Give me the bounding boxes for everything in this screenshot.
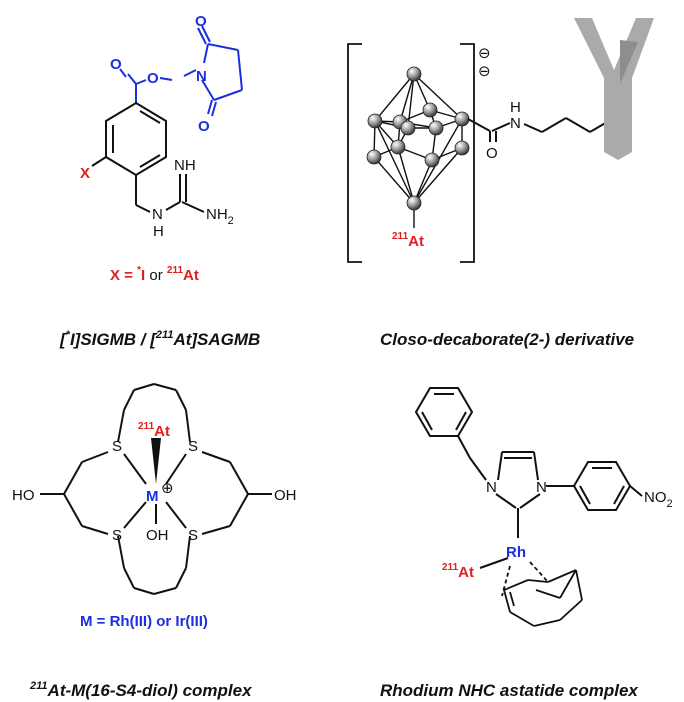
sulfur-label: S bbox=[112, 438, 122, 455]
sagmb-structure: O O N O O X NH N H NH2 X = *I or 211At bbox=[80, 13, 243, 284]
hydroxyl-label: HO bbox=[12, 487, 35, 504]
atom-label: H bbox=[510, 99, 521, 116]
sagmb-legend: X = *I or 211At bbox=[110, 265, 199, 284]
sagmb-caption: [*I]SIGMB / [211At]SAGMB bbox=[59, 329, 260, 349]
hydroxyl-label: OH bbox=[274, 487, 297, 504]
s4-diol-complex-structure: S S S S 211At M ⊕ HO OH OH M = Rh(III) o… bbox=[12, 383, 297, 630]
hydroxyl-label: OH bbox=[146, 527, 169, 544]
metal-label: Rh bbox=[506, 544, 526, 561]
boron-atoms bbox=[366, 66, 470, 211]
boron-atom bbox=[390, 139, 406, 155]
boron-atom bbox=[454, 111, 470, 127]
astatine-label: 211At bbox=[138, 421, 170, 440]
atom-label: O bbox=[486, 145, 498, 162]
aryl-guanidine-bonds bbox=[91, 101, 205, 213]
rh-nhc-structure: N N NO2 Rh 211At bbox=[414, 387, 673, 627]
wedge-bond bbox=[151, 438, 161, 484]
boron-atom bbox=[454, 140, 470, 156]
atom-label: N bbox=[196, 68, 207, 85]
boron-atom bbox=[406, 195, 422, 211]
metal-legend: M = Rh(III) or Ir(III) bbox=[80, 613, 208, 630]
atom-label: O bbox=[195, 13, 207, 30]
decaborate-structure: ⊖ ⊖ bbox=[347, 18, 654, 263]
boron-atom bbox=[367, 113, 383, 129]
antibody-icon bbox=[574, 18, 654, 160]
cage-brackets bbox=[347, 43, 475, 263]
sulfur-label: S bbox=[188, 438, 198, 455]
sagmb-atom-labels: O O N O O X NH N H NH2 bbox=[80, 13, 234, 240]
atom-label: O bbox=[147, 70, 159, 87]
charge-symbol: ⊖ bbox=[478, 63, 491, 80]
atom-label: H bbox=[153, 223, 164, 240]
atom-label: O bbox=[198, 118, 210, 135]
sulfur-label: S bbox=[112, 527, 122, 544]
metal-label: M bbox=[146, 488, 159, 505]
sulfur-label: S bbox=[188, 527, 198, 544]
atom-label: N bbox=[510, 115, 521, 132]
atom-label: O bbox=[110, 56, 122, 73]
boron-atom bbox=[400, 120, 416, 136]
macrocycle-bonds bbox=[40, 383, 272, 595]
cod-ligand-bonds bbox=[501, 561, 583, 627]
nhs-ester-bonds bbox=[119, 25, 243, 117]
astatine-label: 211At bbox=[392, 231, 424, 250]
boron-atom bbox=[424, 152, 440, 168]
charge-symbol: ⊕ bbox=[161, 480, 174, 497]
boron-atom bbox=[422, 102, 438, 118]
atom-label: NH bbox=[174, 157, 196, 174]
boron-atom bbox=[406, 66, 422, 82]
atom-label: N bbox=[152, 206, 163, 223]
boron-atom bbox=[428, 120, 444, 136]
s4-diol-caption: 211At-M(16-S4-diol) complex bbox=[29, 680, 253, 700]
astatine-label: 211At bbox=[442, 562, 474, 581]
linker-bonds bbox=[467, 117, 615, 142]
boron-atom bbox=[366, 149, 382, 165]
nhc-ligand-bonds bbox=[414, 387, 643, 569]
atom-label: N bbox=[486, 479, 497, 496]
decaborate-caption: Closo-decaborate(2-) derivative bbox=[380, 330, 634, 349]
atom-label: NH2 bbox=[206, 206, 234, 227]
charge-symbol: ⊖ bbox=[478, 45, 491, 62]
atom-label: X bbox=[80, 165, 90, 182]
rh-nhc-caption: Rhodium NHC astatide complex bbox=[380, 681, 639, 700]
atom-label: NO2 bbox=[644, 489, 673, 510]
atom-label: N bbox=[536, 479, 547, 496]
